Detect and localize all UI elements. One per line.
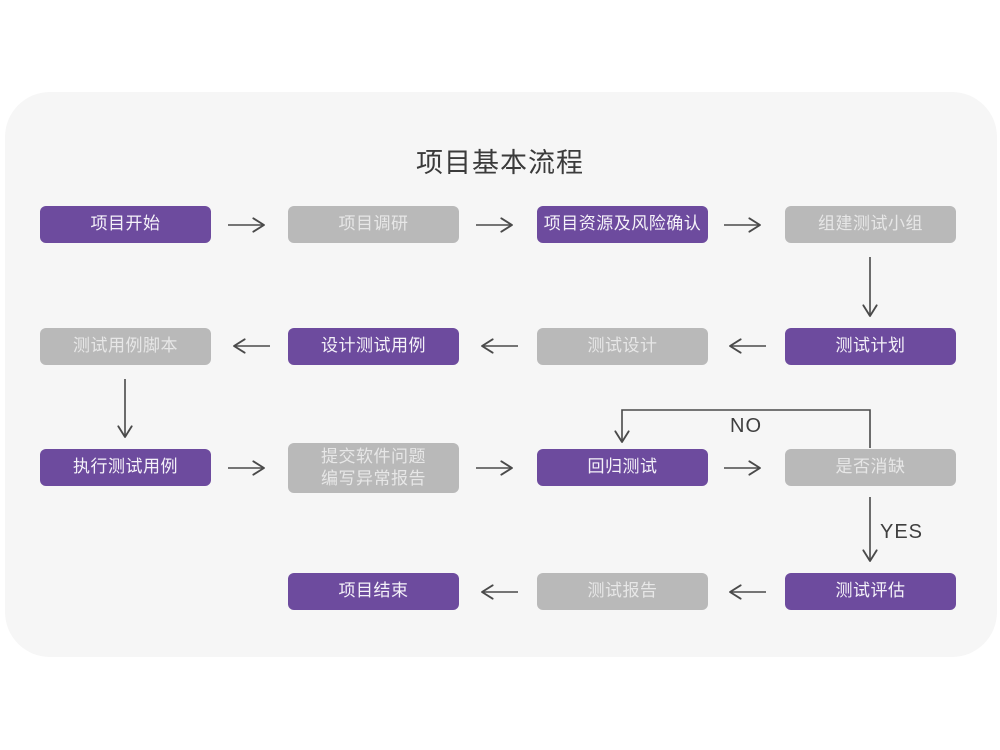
node-test-report: 测试报告 [537,573,708,610]
branch-label-no: NO [730,415,762,437]
node-label: 项目资源及风险确认 [543,214,702,234]
node-submit-issue-report: 提交软件问题 编写异常报告 [288,443,459,493]
node-label: 设计测试用例 [321,336,426,356]
node-resources-risk: 项目资源及风险确认 [537,206,708,243]
node-label: 组建测试小组 [818,214,923,234]
node-label-line2: 编写异常报告 [321,469,426,488]
node-test-evaluation: 测试评估 [785,573,956,610]
node-label-line1: 提交软件问题 [321,446,426,466]
page-title: 项目基本流程 [416,148,584,178]
node-label: 回归测试 [587,457,658,477]
node-design-test-cases: 设计测试用例 [288,328,459,365]
node-label: 执行测试用例 [73,457,178,477]
node-label: 测试用例脚本 [73,336,178,356]
node-build-test-team: 组建测试小组 [785,206,956,243]
branch-label-yes: YES [880,521,924,543]
node-label: 项目调研 [338,214,409,234]
node-label: 项目开始 [90,214,161,234]
node-project-research: 项目调研 [288,206,459,243]
node-regression-test: 回归测试 [537,449,708,486]
node-execute-test-cases: 执行测试用例 [40,449,211,486]
node-label: 项目结束 [338,581,409,601]
node-label: 测试评估 [835,581,906,601]
node-defect-cleared: 是否消缺 [785,449,956,486]
node-project-start: 项目开始 [40,206,211,243]
node-test-plan: 测试计划 [785,328,956,365]
flowchart-card [5,92,997,657]
node-label: 测试报告 [587,581,658,601]
node-test-case-scripts: 测试用例脚本 [40,328,211,365]
node-label: 是否消缺 [835,457,906,477]
node-label: 测试设计 [587,336,658,356]
node-label: 测试计划 [835,336,906,356]
node-project-end: 项目结束 [288,573,459,610]
node-test-design: 测试设计 [537,328,708,365]
